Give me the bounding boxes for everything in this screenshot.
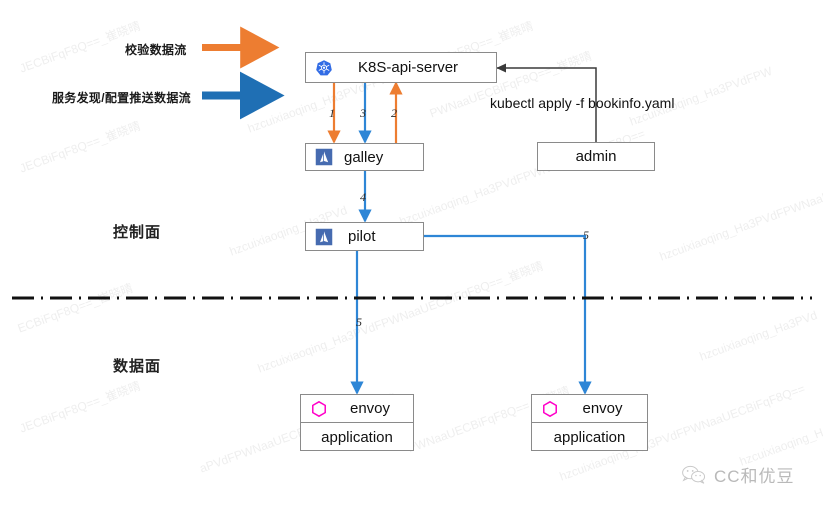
pod-left: envoy application <box>300 394 414 451</box>
watermark: hzcuixiaoqing_Ha3PVdFPWNaaUECBiFqF8Q==_崔… <box>255 258 546 376</box>
node-label-application-right: application <box>553 428 626 446</box>
watermark: JECBiFqF8Q==_崔晓晴 <box>17 118 143 176</box>
node-application-right[interactable]: application <box>532 423 647 451</box>
pod-right: envoy application <box>531 394 648 451</box>
brand-label: CC和优豆 <box>714 467 795 486</box>
edge-label-1: 1 <box>329 106 335 120</box>
node-label-envoy-left: envoy <box>349 400 391 417</box>
istio-icon <box>315 228 333 245</box>
node-label-galley: galley <box>344 148 384 166</box>
node-label-application-left: application <box>321 428 393 446</box>
edge-label-2: 2 <box>391 106 397 120</box>
node-envoy-left[interactable]: envoy <box>301 395 413 423</box>
node-label-envoy-right: envoy <box>582 400 623 417</box>
legend-label-discovery: 服务发现/配置推送数据流 <box>52 91 191 105</box>
edge-label-3: 3 <box>360 106 366 120</box>
node-pilot[interactable]: pilot <box>305 222 424 251</box>
node-k8s-api-server[interactable]: K8S-api-server <box>305 52 497 83</box>
node-label-k8s-api-server: K8S-api-server <box>358 59 459 76</box>
edge-5-pilot-to-envoy-right <box>424 234 592 395</box>
edge-label-4: 4 <box>360 190 366 204</box>
edge-label-5-right: 5 <box>583 228 589 242</box>
watermark: hzcuixiaoqing_Ha3PVd <box>697 307 820 364</box>
node-admin[interactable]: admin <box>537 142 655 171</box>
node-envoy-right[interactable]: envoy <box>532 395 647 423</box>
legend-label-validate: 校验数据流 <box>125 43 187 57</box>
watermark: hzcuixiaoqing_Ha3PVdFPWNaaUECBiFqF8Q== <box>657 161 823 264</box>
command-caption: kubectl apply -f bookinfo.yaml <box>490 95 675 111</box>
node-label-pilot: pilot <box>348 228 376 245</box>
node-application-left[interactable]: application <box>301 423 413 451</box>
plane-label-data: 数据面 <box>113 358 162 375</box>
plane-label-control: 控制面 <box>113 224 162 241</box>
kubernetes-icon <box>316 59 332 75</box>
node-label-admin: admin <box>575 148 617 165</box>
brand-footer: CC和优豆 <box>681 462 795 487</box>
watermark: hzcuixiaoqing_Ha3Pv <box>737 415 823 469</box>
envoy-hexagon-icon <box>312 400 326 417</box>
watermark: JECBiFqF8Q==_崔晓晴 <box>17 18 143 76</box>
edge-label-5-left: 5 <box>356 315 362 329</box>
envoy-hexagon-icon <box>543 400 557 417</box>
wechat-icon <box>682 465 706 484</box>
watermark: JECBiFqF8Q==_崔晓晴 <box>17 378 143 436</box>
watermark: ECBiFqF8Q==_崔晓晴 <box>15 280 135 336</box>
node-galley[interactable]: galley <box>305 143 424 171</box>
istio-icon <box>315 148 333 166</box>
